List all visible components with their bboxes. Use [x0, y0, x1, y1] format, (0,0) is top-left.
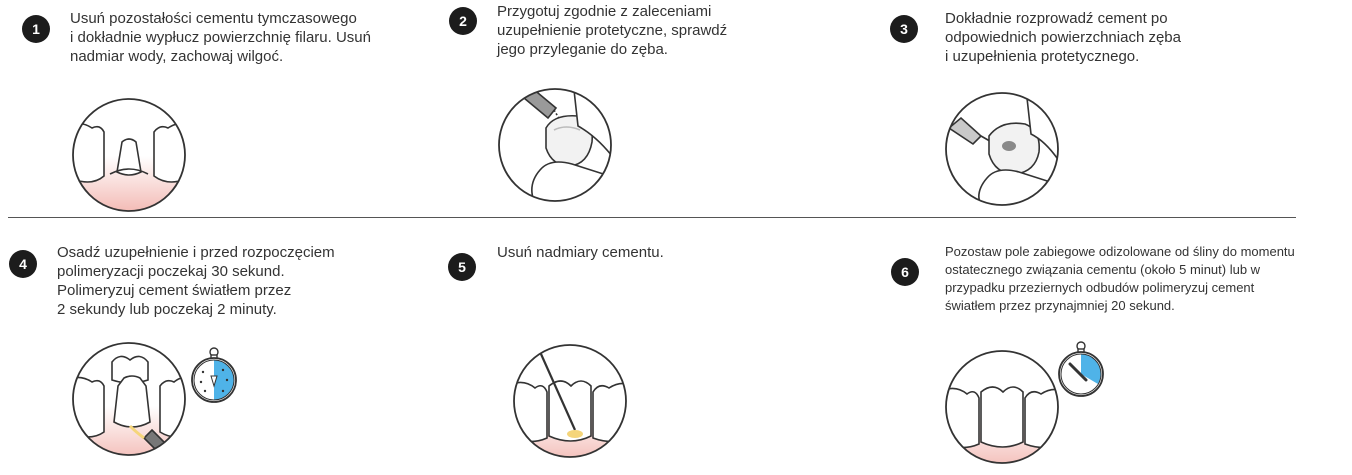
instruction-line: światłem przez przynajmniej 20 sekund.: [945, 297, 1295, 315]
step-number-badge: 2: [449, 7, 477, 35]
instruction-line: Przygotuj zgodnie z zaleceniami: [497, 2, 727, 21]
instruction-line: Osadź uzupełnienie i przed rozpoczęciem: [57, 243, 335, 262]
instruction-line: Usuń pozostałości cementu tymczasowego: [70, 9, 371, 28]
step-instruction: Dokładnie rozprowadź cement po odpowiedn…: [945, 9, 1181, 66]
section-divider: [8, 217, 1296, 218]
instruction-line: 2 sekundy lub poczekaj 2 minuty.: [57, 300, 335, 319]
instruction-line: Usuń nadmiary cementu.: [497, 243, 664, 262]
step-number-badge: 6: [891, 258, 919, 286]
step-instruction: Usuń pozostałości cementu tymczasowego i…: [70, 9, 371, 66]
seating-crown-with-timer-illustration: [70, 340, 188, 458]
instruction-line: i dokładnie wypłucz powierzchnię filaru.…: [70, 28, 371, 47]
tooth-abutment-illustration: [70, 96, 188, 214]
isolation-with-timer-illustration: [943, 348, 1061, 466]
step-instruction: Osadź uzupełnienie i przed rozpoczęciem …: [57, 243, 335, 319]
instruction-line: ostatecznego związania cementu (około 5 …: [945, 261, 1295, 279]
instruction-line: jego przyleganie do zęba.: [497, 40, 727, 59]
stopwatch-icon: [189, 346, 239, 404]
instruction-line: Polimeryzuj cement światłem przez: [57, 281, 335, 300]
step-number-badge: 4: [9, 250, 37, 278]
instruction-line: Dokładnie rozprowadź cement po: [945, 9, 1181, 28]
excess-removal-illustration: [511, 342, 629, 460]
instruction-line: odpowiednich powierzchniach zęba: [945, 28, 1181, 47]
cement-application-illustration: [943, 90, 1061, 208]
instruction-line: uzupełnienie protetyczne, sprawdź: [497, 21, 727, 40]
crown-and-syringe-illustration: [496, 86, 614, 204]
stopwatch-icon: [1056, 340, 1106, 398]
step-number-badge: 1: [22, 15, 50, 43]
instruction-line: i uzupełnienia protetycznego.: [945, 47, 1181, 66]
step-number-badge: 5: [448, 253, 476, 281]
instruction-line: Pozostaw pole zabiegowe odizolowane od ś…: [945, 243, 1295, 261]
step-instruction: Usuń nadmiary cementu.: [497, 243, 664, 262]
step-instruction: Pozostaw pole zabiegowe odizolowane od ś…: [945, 243, 1295, 315]
instruction-line: przypadku przeziernych odbudów polimeryz…: [945, 279, 1295, 297]
step-number-badge: 3: [890, 15, 918, 43]
instruction-line: nadmiar wody, zachowaj wilgoć.: [70, 47, 371, 66]
instruction-line: polimeryzacji poczekaj 30 sekund.: [57, 262, 335, 281]
step-instruction: Przygotuj zgodnie z zaleceniami uzupełni…: [497, 2, 727, 59]
